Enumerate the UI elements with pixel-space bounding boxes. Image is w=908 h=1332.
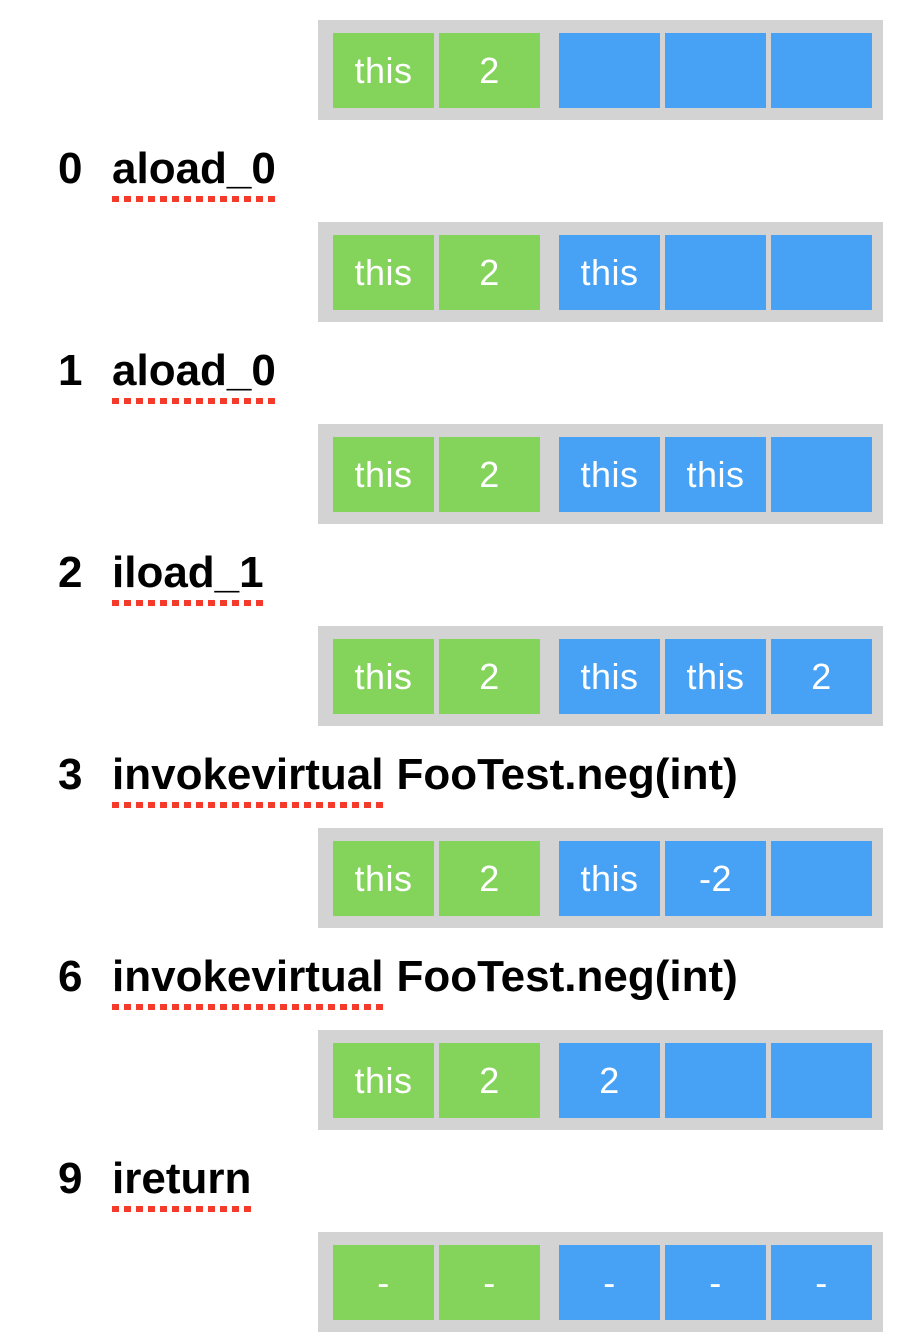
local-cell: this [333, 638, 434, 714]
stack-cell [771, 436, 872, 512]
frame-bar-3: this 2 this this 2 [318, 626, 883, 726]
bytecode-offset: 2 [58, 548, 83, 597]
stack-cell [771, 32, 872, 108]
frame-bar-4: this 2 this -2 [318, 828, 883, 928]
stack-cell: this [665, 638, 766, 714]
operand: FooTest.neg(int) [396, 750, 738, 799]
local-cell: this [333, 840, 434, 916]
mnemonic: invokevirtual [112, 751, 384, 808]
stack-cell [665, 1042, 766, 1118]
local-cell: 2 [439, 234, 540, 310]
stack-cell: this [559, 234, 660, 310]
local-cell: this [333, 436, 434, 512]
frame-bar-2: this 2 this this [318, 424, 883, 524]
local-cell: - [333, 1244, 434, 1320]
bytecode-offset: 1 [58, 346, 83, 395]
frame-bar-0: this 2 [318, 20, 883, 120]
frame-bar-1: this 2 this [318, 222, 883, 322]
operand: FooTest.neg(int) [396, 952, 738, 1001]
stack-cell: this [559, 840, 660, 916]
local-cell: 2 [439, 840, 540, 916]
frame-bar-6: - - - - - [318, 1232, 883, 1332]
bytecode-offset: 9 [58, 1154, 83, 1203]
stack-cell: 2 [771, 638, 872, 714]
mnemonic: ireturn [112, 1155, 252, 1212]
instruction-label-2: 2 iload_1 [58, 549, 908, 606]
local-cell: 2 [439, 436, 540, 512]
local-cell: 2 [439, 638, 540, 714]
mnemonic: aload_0 [112, 347, 276, 404]
instruction-label-0: 0 aload_0 [58, 145, 908, 202]
instruction-label-1: 1 aload_0 [58, 347, 908, 404]
mnemonic: invokevirtual [112, 953, 384, 1010]
stack-cell [771, 840, 872, 916]
bytecode-offset: 3 [58, 750, 83, 799]
local-cell: 2 [439, 1042, 540, 1118]
bytecode-offset: 6 [58, 952, 83, 1001]
local-cell: this [333, 1042, 434, 1118]
stack-cell: - [559, 1244, 660, 1320]
stack-cell [665, 32, 766, 108]
local-cell: 2 [439, 32, 540, 108]
stack-cell: this [665, 436, 766, 512]
stack-cell: this [559, 436, 660, 512]
local-cell: this [333, 32, 434, 108]
stack-cell: - [771, 1244, 872, 1320]
stack-cell [771, 234, 872, 310]
stack-cell [665, 234, 766, 310]
mnemonic: aload_0 [112, 145, 276, 202]
stack-cell: - [665, 1244, 766, 1320]
stack-cell [771, 1042, 872, 1118]
instruction-label-5: 9 ireturn [58, 1155, 908, 1212]
stack-cell: 2 [559, 1042, 660, 1118]
frame-bar-5: this 2 2 [318, 1030, 883, 1130]
local-cell: - [439, 1244, 540, 1320]
mnemonic: iload_1 [112, 549, 264, 606]
stack-cell: this [559, 638, 660, 714]
stack-cell: -2 [665, 840, 766, 916]
local-cell: this [333, 234, 434, 310]
bytecode-offset: 0 [58, 144, 83, 193]
stack-cell [559, 32, 660, 108]
